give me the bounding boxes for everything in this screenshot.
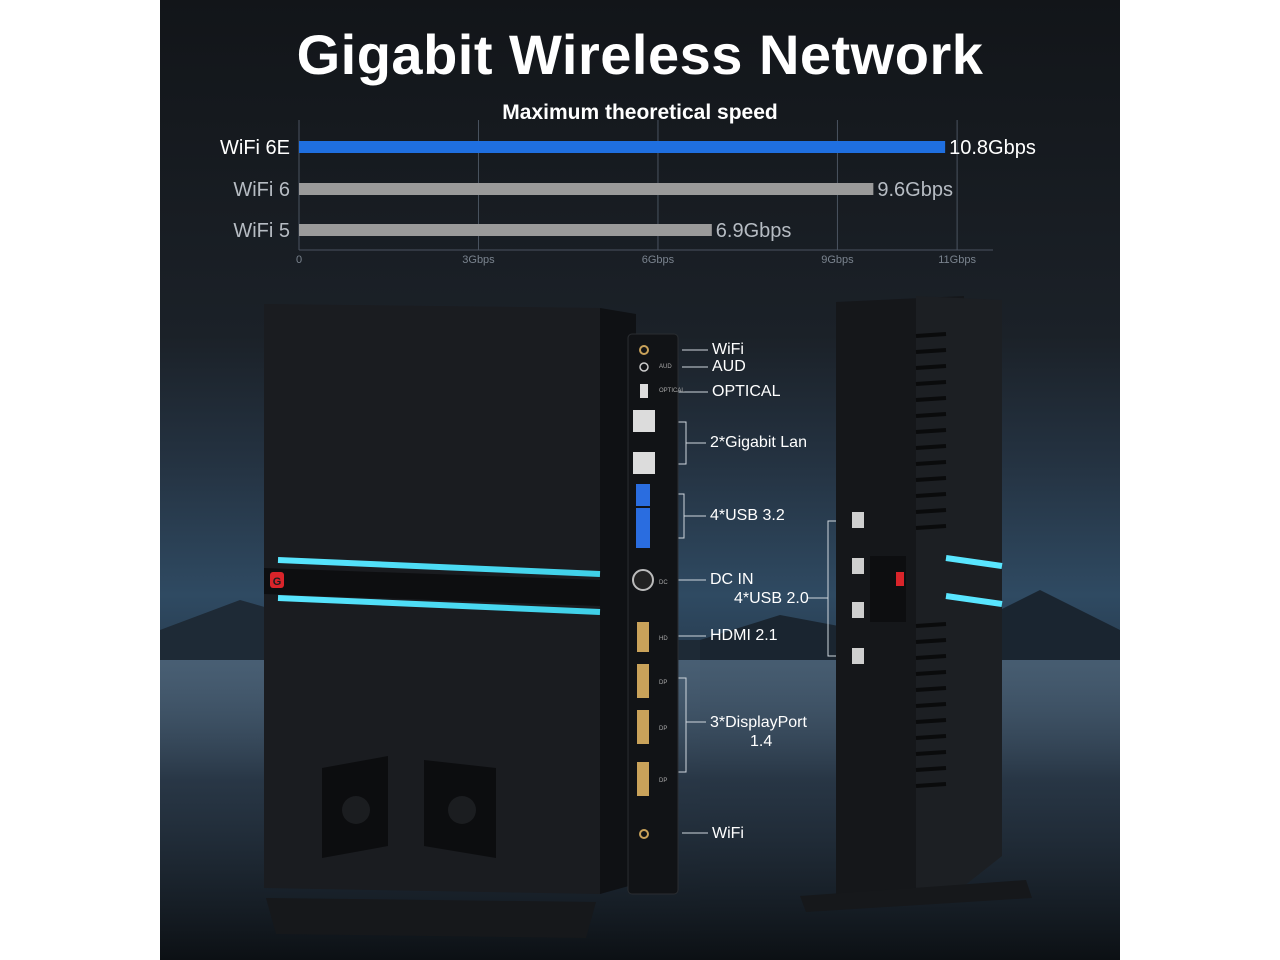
silk-dp-3: DP (659, 778, 667, 784)
usb20-port-1 (852, 512, 864, 528)
chart-title: Maximum theoretical speed (502, 101, 778, 124)
silk-dp-2: DP (659, 726, 667, 732)
label-displayport: 3*DisplayPort (710, 714, 807, 731)
lan-port-1 (633, 410, 655, 432)
displayport-2 (637, 710, 649, 744)
mini-pc-front-view: G (264, 304, 679, 938)
bar (299, 141, 946, 153)
wifi-antenna-connector-top (639, 345, 649, 355)
label-usb20: 4*USB 2.0 (734, 590, 809, 607)
dc-in-port (632, 569, 654, 591)
x-tick-label: 6Gbps (642, 254, 675, 266)
audio-jack (639, 362, 649, 372)
usb20-port-2 (852, 558, 864, 574)
category-label: WiFi 5 (233, 220, 290, 242)
silk-dp-1: DP (659, 680, 667, 686)
silk-hd: HD (659, 636, 668, 642)
value-label: 6.9Gbps (716, 220, 792, 242)
x-tick-label: 11Gbps (938, 254, 976, 266)
label-aud: AUD (712, 358, 746, 375)
usb32-port-3 (636, 526, 650, 548)
logo-badge (270, 572, 284, 588)
usb20-port-3 (852, 602, 864, 618)
product-image-panel: Gigabit Wireless Network Maximum theoret… (160, 0, 1120, 960)
logo-letter: G (273, 576, 282, 588)
wifi-antenna-connector-bottom (639, 829, 649, 839)
optical-port (640, 384, 648, 398)
mini-pc-side-view (800, 296, 1032, 912)
usb32-port-2 (636, 508, 650, 530)
label-displayport-version: 1.4 (750, 733, 773, 750)
displayport-1 (637, 664, 649, 698)
value-label: 10.8Gbps (949, 137, 1036, 159)
category-label: WiFi 6 (233, 179, 290, 201)
label-wifi-bottom: WiFi (712, 825, 744, 842)
usb20-port-4 (852, 648, 864, 664)
rear-io-panel: AUD OPTICAL DC HD DP DP DP (632, 345, 685, 839)
label-hdmi: HDMI 2.1 (710, 627, 778, 644)
category-label: WiFi 6E (220, 137, 290, 159)
x-tick-label: 0 (296, 254, 302, 266)
label-dc-in: DC IN (710, 571, 754, 588)
lan-port-2 (633, 452, 655, 474)
label-wifi-top: WiFi (712, 341, 744, 358)
speed-bar-chart: 0 3Gbps 6Gbps 9Gbps 11Gbps WiFi 6E 10.8GbpsWiF… (220, 120, 1036, 266)
page-title: Gigabit Wireless Network (296, 23, 984, 86)
usb32-port-1 (636, 484, 650, 506)
hdmi-port (637, 622, 649, 652)
silk-dc: DC (659, 580, 668, 586)
bar (299, 224, 712, 236)
label-usb32: 4*USB 3.2 (710, 507, 785, 524)
label-optical: OPTICAL (712, 383, 781, 400)
x-tick-label: 9Gbps (821, 254, 854, 266)
silk-optical: OPTICAL (659, 388, 685, 394)
value-label: 9.6Gbps (877, 179, 953, 201)
displayport-3 (637, 762, 649, 796)
bar (299, 183, 874, 195)
silk-aud: AUD (659, 364, 672, 370)
label-gigabit-lan: 2*Gigabit Lan (710, 434, 807, 451)
x-tick-label: 3Gbps (462, 254, 495, 266)
